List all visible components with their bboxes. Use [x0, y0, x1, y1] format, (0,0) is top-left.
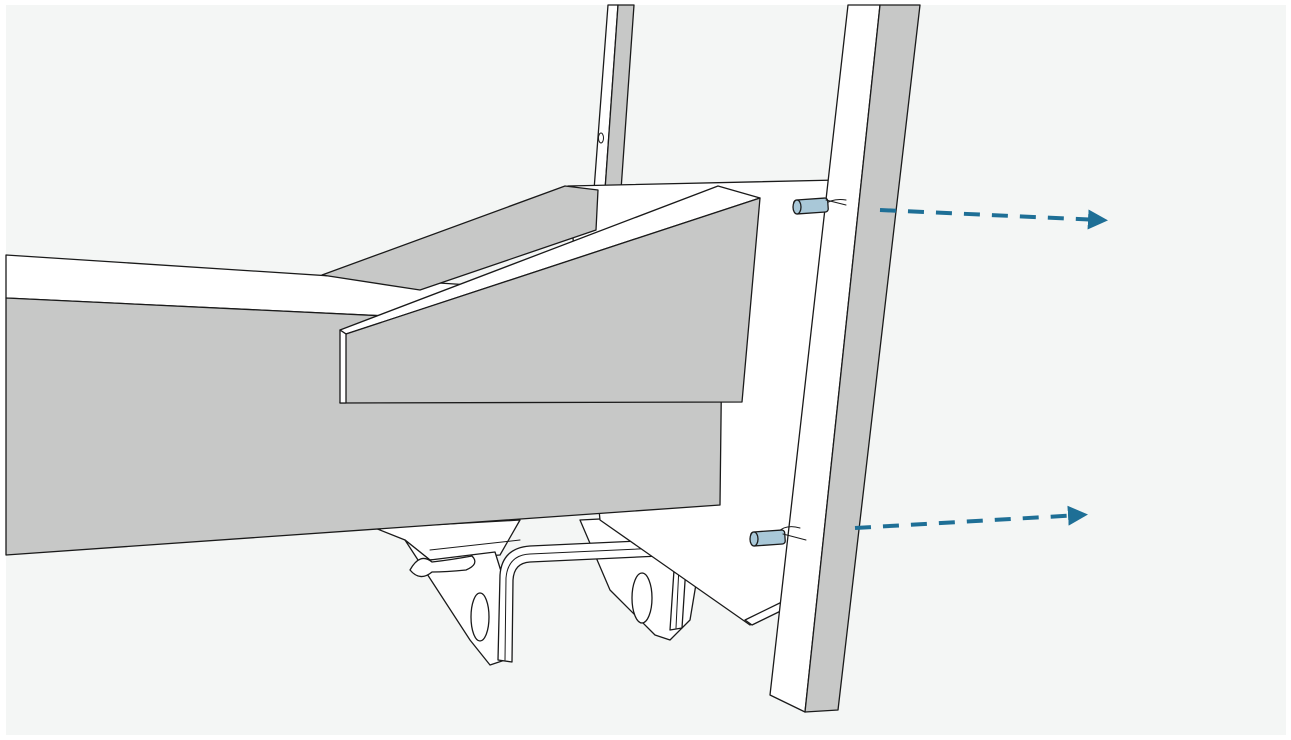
side-gusset — [321, 185, 761, 404]
frame-upright-front — [769, 4, 921, 713]
direction-arrow-lower — [854, 505, 1088, 530]
retaining-pin-upper — [792, 197, 847, 215]
arrow-right-icon — [879, 208, 1108, 230]
retaining-pin-lower — [749, 526, 807, 547]
direction-arrow-upper — [879, 208, 1108, 230]
arrow-right-icon — [854, 505, 1088, 530]
